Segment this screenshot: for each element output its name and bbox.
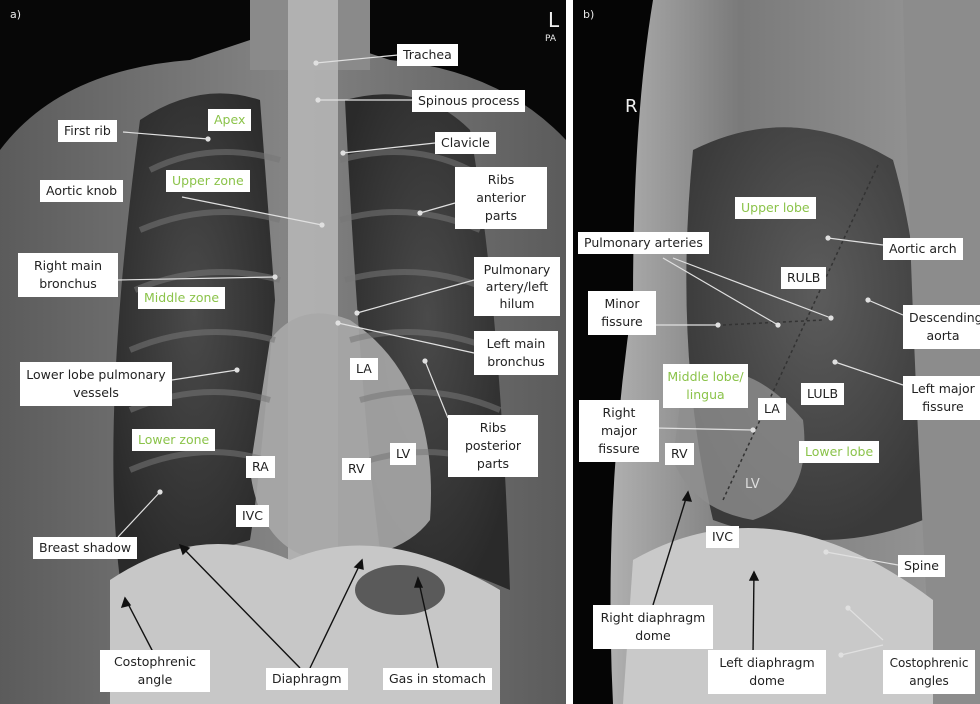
label-upper-zone: Upper zone — [166, 170, 250, 192]
panel-a-tag: a) — [10, 8, 21, 21]
label-lulb: LULB — [801, 383, 844, 405]
label-ivc-lateral: IVC — [706, 526, 739, 548]
label-upper-lobe: Upper lobe — [735, 197, 816, 219]
label-la: LA — [350, 358, 378, 380]
view-marker-pa: PA — [545, 34, 556, 44]
label-right-diaphragm-dome: Right diaphragm dome — [593, 605, 713, 649]
label-pulmonary-artery-left-hilum: Pulmonary artery/left hilum — [474, 257, 560, 316]
panel-b-tag: b) — [583, 8, 594, 21]
label-ivc: IVC — [236, 505, 269, 527]
label-middle-lobe-lingua: Middle lobe/ lingua — [663, 364, 748, 408]
label-left-diaphragm-dome: Left diaphragm dome — [708, 650, 826, 694]
label-rv-lateral: RV — [665, 443, 694, 465]
label-minor-fissure: Minor fissure — [588, 291, 656, 335]
label-lv-lateral: LV — [745, 477, 760, 492]
label-clavicle: Clavicle — [435, 132, 496, 154]
side-marker-left: L — [548, 8, 559, 32]
label-rulb: RULB — [781, 267, 826, 289]
label-ribs-posterior-parts: Ribs posterior parts — [448, 415, 538, 477]
label-first-rib: First rib — [58, 120, 117, 142]
label-right-main-bronchus: Right main bronchus — [18, 253, 118, 297]
label-spinous-process: Spinous process — [412, 90, 525, 112]
label-lower-zone: Lower zone — [132, 429, 215, 451]
label-costophrenic-angles: Costophrenic angles — [883, 650, 975, 694]
label-left-main-bronchus: Left main bronchus — [474, 331, 558, 375]
label-right-major-fissure: Right major fissure — [579, 400, 659, 462]
label-breast-shadow: Breast shadow — [33, 537, 137, 559]
label-apex-zone: Apex — [208, 109, 251, 131]
label-trachea: Trachea — [397, 44, 458, 66]
label-costophrenic-angle: Costophrenic angle — [100, 650, 210, 692]
side-marker-right: R — [625, 96, 638, 117]
label-aortic-arch: Aortic arch — [883, 238, 963, 260]
label-spine: Spine — [898, 555, 945, 577]
label-pulmonary-arteries: Pulmonary arteries — [578, 232, 709, 254]
label-lower-lobe-pulmonary-vessels: Lower lobe pulmonary vessels — [20, 362, 172, 406]
label-diaphragm: Diaphragm — [266, 668, 348, 690]
label-ra: RA — [246, 456, 275, 478]
label-descending-aorta: Descending aorta — [903, 305, 980, 349]
label-middle-zone: Middle zone — [138, 287, 225, 309]
label-left-major-fissure: Left major fissure — [903, 376, 980, 420]
label-aortic-knob: Aortic knob — [40, 180, 123, 202]
label-lower-lobe: Lower lobe — [799, 441, 879, 463]
label-ribs-anterior-parts: Ribs anterior parts — [455, 167, 547, 229]
label-gas-in-stomach: Gas in stomach — [383, 668, 492, 690]
label-la-lateral: LA — [758, 398, 786, 420]
panel-b-lateral-xray: b) R Upper lobe Pulmonary arteries Aorti… — [573, 0, 980, 704]
label-lv: LV — [390, 443, 416, 465]
panel-a-pa-xray: a) L PA — [0, 0, 566, 704]
label-rv: RV — [342, 458, 371, 480]
